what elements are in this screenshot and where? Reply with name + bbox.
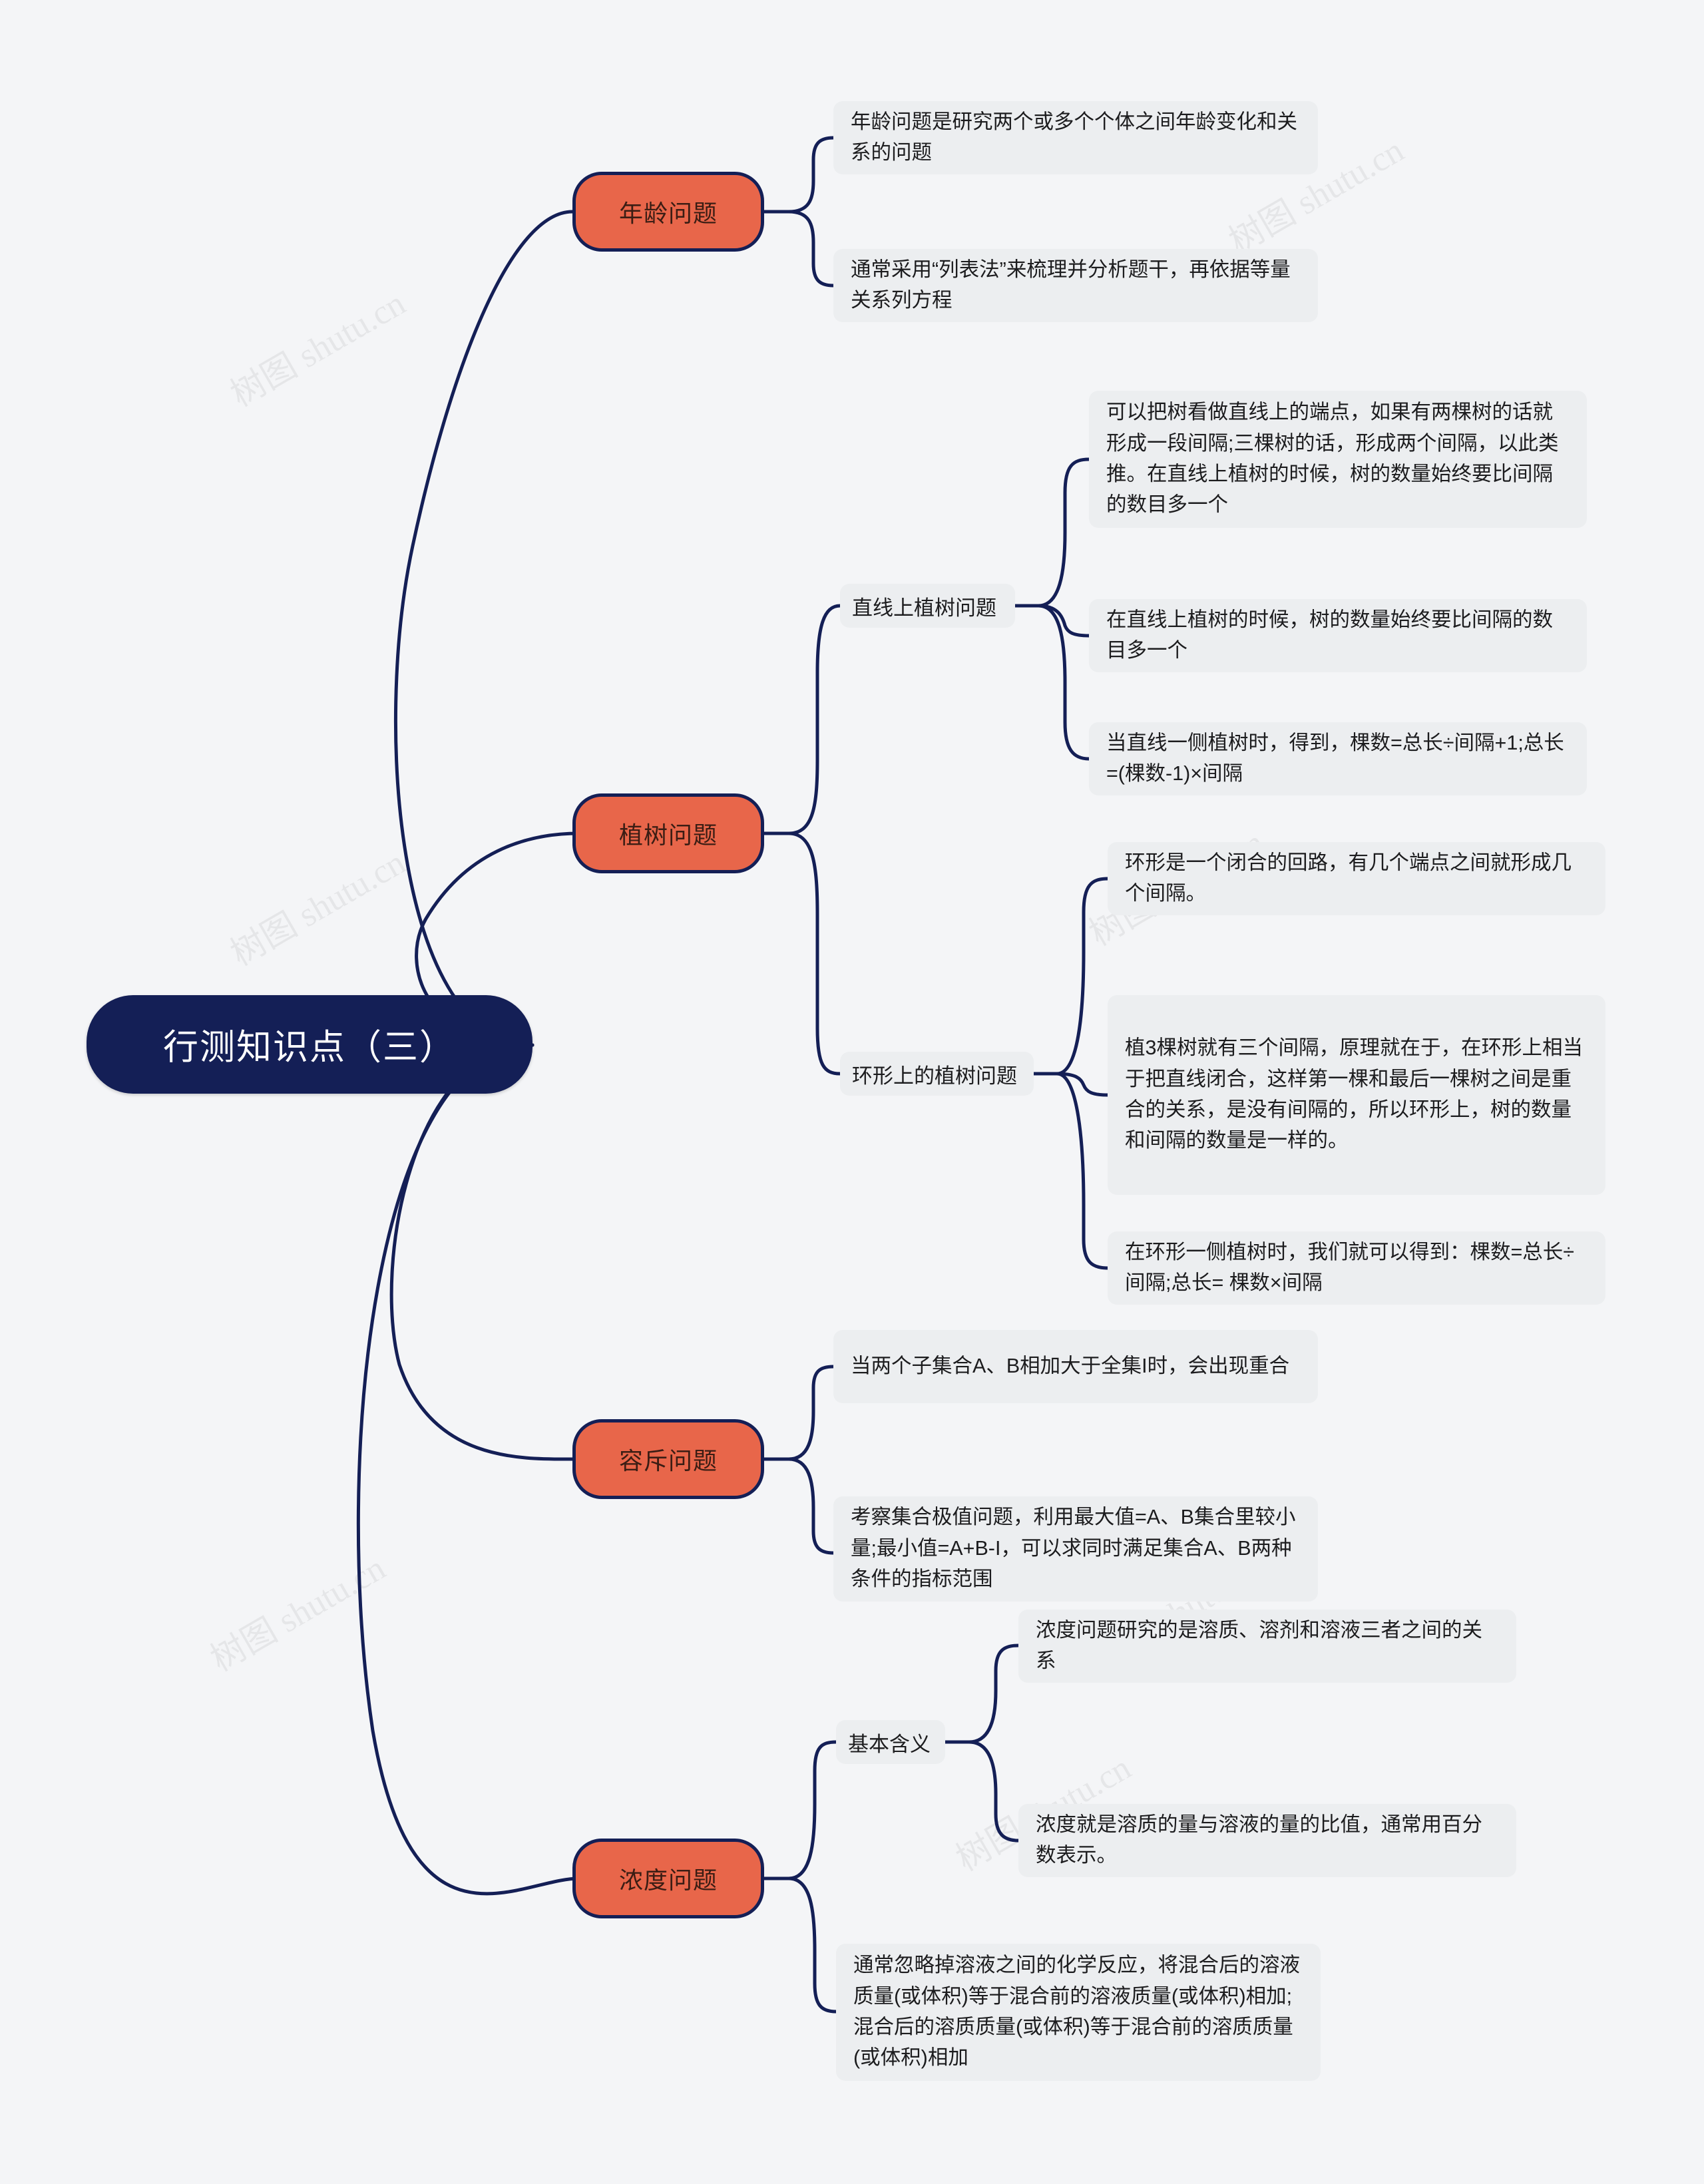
- leaf-age-1[interactable]: 通常采用“列表法”来梳理并分析题干，再依据等量关系列方程: [833, 249, 1318, 322]
- leaf-text: 年龄问题是研究两个或多个个体之间年龄变化和关系的问题: [851, 110, 1297, 164]
- leaf-text: 通常忽略掉溶液之间的化学反应，将混合后的溶液质量(或体积)等于混合前的溶液质量(…: [853, 1954, 1300, 2070]
- branch-node-age[interactable]: 年龄问题: [572, 172, 764, 252]
- edge-concentration-sub-0: [787, 1740, 838, 1880]
- leaf-text: 浓度问题研究的是溶质、溶剂和溶液三者之间的关系: [1036, 1618, 1482, 1672]
- edge-root-age: [393, 210, 574, 1047]
- leaf-basic-meaning-0[interactable]: 浓度问题研究的是溶质、溶剂和溶液三者之间的关系: [1018, 1610, 1516, 1683]
- root-label: 行测知识点（三）: [163, 1028, 456, 1067]
- root-node[interactable]: 行测知识点（三）: [87, 995, 532, 1094]
- leaf-concentration-0[interactable]: 通常忽略掉溶液之间的化学反应，将混合后的溶液质量(或体积)等于混合前的溶液质量(…: [836, 1944, 1321, 2081]
- leaf-text: 当两个子集合A、B相加大于全集I时，会出现重合: [851, 1354, 1290, 1377]
- leaf-ring-planting-0[interactable]: 环形是一个闭合的回路，有几个端点之间就形成几个间隔。: [1108, 842, 1605, 915]
- leaf-text: 浓度就是溶质的量与溶液的量的比值，通常用百分数表示。: [1036, 1813, 1482, 1866]
- edge-basicmeaning-leaf-0: [967, 1643, 1020, 1744]
- edge-age-leaf-1: [787, 210, 835, 288]
- edge-planting-sub-1: [787, 831, 842, 1076]
- leaf-line-planting-1[interactable]: 在直线上植树的时候，树的数量始终要比间隔的数目多一个: [1089, 599, 1587, 672]
- leaf-ring-planting-2[interactable]: 在环形一侧植树时，我们就可以得到：棵数=总长÷间隔;总长= 棵数×间隔: [1108, 1231, 1605, 1305]
- leaf-age-0[interactable]: 年龄问题是研究两个或多个个体之间年龄变化和关系的问题: [833, 101, 1318, 174]
- leaf-text: 可以把树看做直线上的端点，如果有两棵树的话就形成一段间隔;三棵树的话，形成两个间…: [1106, 401, 1559, 517]
- watermark: 树图 shutu.cn: [224, 843, 412, 974]
- edge-lineplant-leaf-2: [1036, 604, 1091, 761]
- leaf-inclusion-0[interactable]: 当两个子集合A、B相加大于全集I时，会出现重合: [833, 1330, 1318, 1403]
- branch-label-planting: 植树问题: [618, 821, 718, 849]
- sub-node-ring-planting[interactable]: 环形上的植树问题: [840, 1052, 1034, 1096]
- edge-age-leaf-0: [787, 136, 835, 214]
- leaf-ring-planting-1[interactable]: 植3棵树就有三个间隔，原理就在于，在环形上相当于把直线闭合，这样第一棵和最后一棵…: [1108, 995, 1605, 1195]
- edge-inclusion-leaf-0: [787, 1365, 835, 1461]
- leaf-line-planting-0[interactable]: 可以把树看做直线上的端点，如果有两棵树的话就形成一段间隔;三棵树的话，形成两个间…: [1089, 391, 1587, 528]
- edge-inclusion-leaf-1: [787, 1457, 835, 1555]
- leaf-text: 通常采用“列表法”来梳理并分析题干，再依据等量关系列方程: [851, 258, 1291, 312]
- leaf-text: 在环形一侧植树时，我们就可以得到：棵数=总长÷间隔;总长= 棵数×间隔: [1125, 1240, 1575, 1294]
- leaf-text: 植3棵树就有三个间隔，原理就在于，在环形上相当于把直线闭合，这样第一棵和最后一棵…: [1125, 1036, 1583, 1152]
- leaf-text: 在直线上植树的时候，树的数量始终要比间隔的数目多一个: [1106, 608, 1553, 662]
- edge-concentration-leaf-0: [787, 1876, 838, 2014]
- edge-root-inclusion: [389, 1043, 581, 1461]
- sub-label: 直线上植树问题: [852, 596, 996, 620]
- edge-root-concentration: [356, 1043, 581, 1896]
- branch-node-concentration[interactable]: 浓度问题: [572, 1839, 764, 1918]
- leaf-basic-meaning-1[interactable]: 浓度就是溶质的量与溶液的量的比值，通常用百分数表示。: [1018, 1804, 1516, 1877]
- watermark: 树图 shutu.cn: [204, 1549, 392, 1679]
- branch-label-age: 年龄问题: [618, 200, 718, 227]
- branch-node-planting[interactable]: 植树问题: [572, 793, 764, 873]
- watermark: 树图 shutu.cn: [224, 284, 412, 415]
- edge-lineplant-leaf-1: [1036, 604, 1091, 638]
- sub-node-basic-meaning[interactable]: 基本含义: [836, 1720, 945, 1764]
- edge-lineplant-leaf-0: [1036, 457, 1091, 608]
- leaf-line-planting-2[interactable]: 当直线一侧植树时，得到，棵数=总长÷间隔+1;总长=(棵数-1)×间隔: [1089, 722, 1587, 795]
- sub-label: 环形上的植树问题: [852, 1064, 1017, 1088]
- leaf-text: 环形是一个闭合的回路，有几个端点之间就形成几个间隔。: [1125, 851, 1572, 905]
- edge-ringplant-leaf-2: [1055, 1072, 1110, 1270]
- branch-label-inclusion-exclusion: 容斥问题: [618, 1447, 718, 1474]
- leaf-text: 当直线一侧植树时，得到，棵数=总长÷间隔+1;总长=(棵数-1)×间隔: [1106, 731, 1564, 785]
- leaf-text: 考察集合极值问题，利用最大值=A、B集合里较小量;最小值=A+B-I，可以求同时…: [851, 1506, 1296, 1591]
- branch-label-concentration: 浓度问题: [618, 1866, 718, 1894]
- sub-node-line-planting[interactable]: 直线上植树问题: [840, 584, 1015, 628]
- edge-ringplant-leaf-1: [1055, 1072, 1110, 1097]
- branch-node-inclusion-exclusion[interactable]: 容斥问题: [572, 1419, 764, 1499]
- edge-planting-sub-0: [787, 604, 842, 835]
- leaf-inclusion-1[interactable]: 考察集合极值问题，利用最大值=A、B集合里较小量;最小值=A+B-I，可以求同时…: [833, 1496, 1318, 1602]
- sub-label: 基本含义: [848, 1732, 931, 1756]
